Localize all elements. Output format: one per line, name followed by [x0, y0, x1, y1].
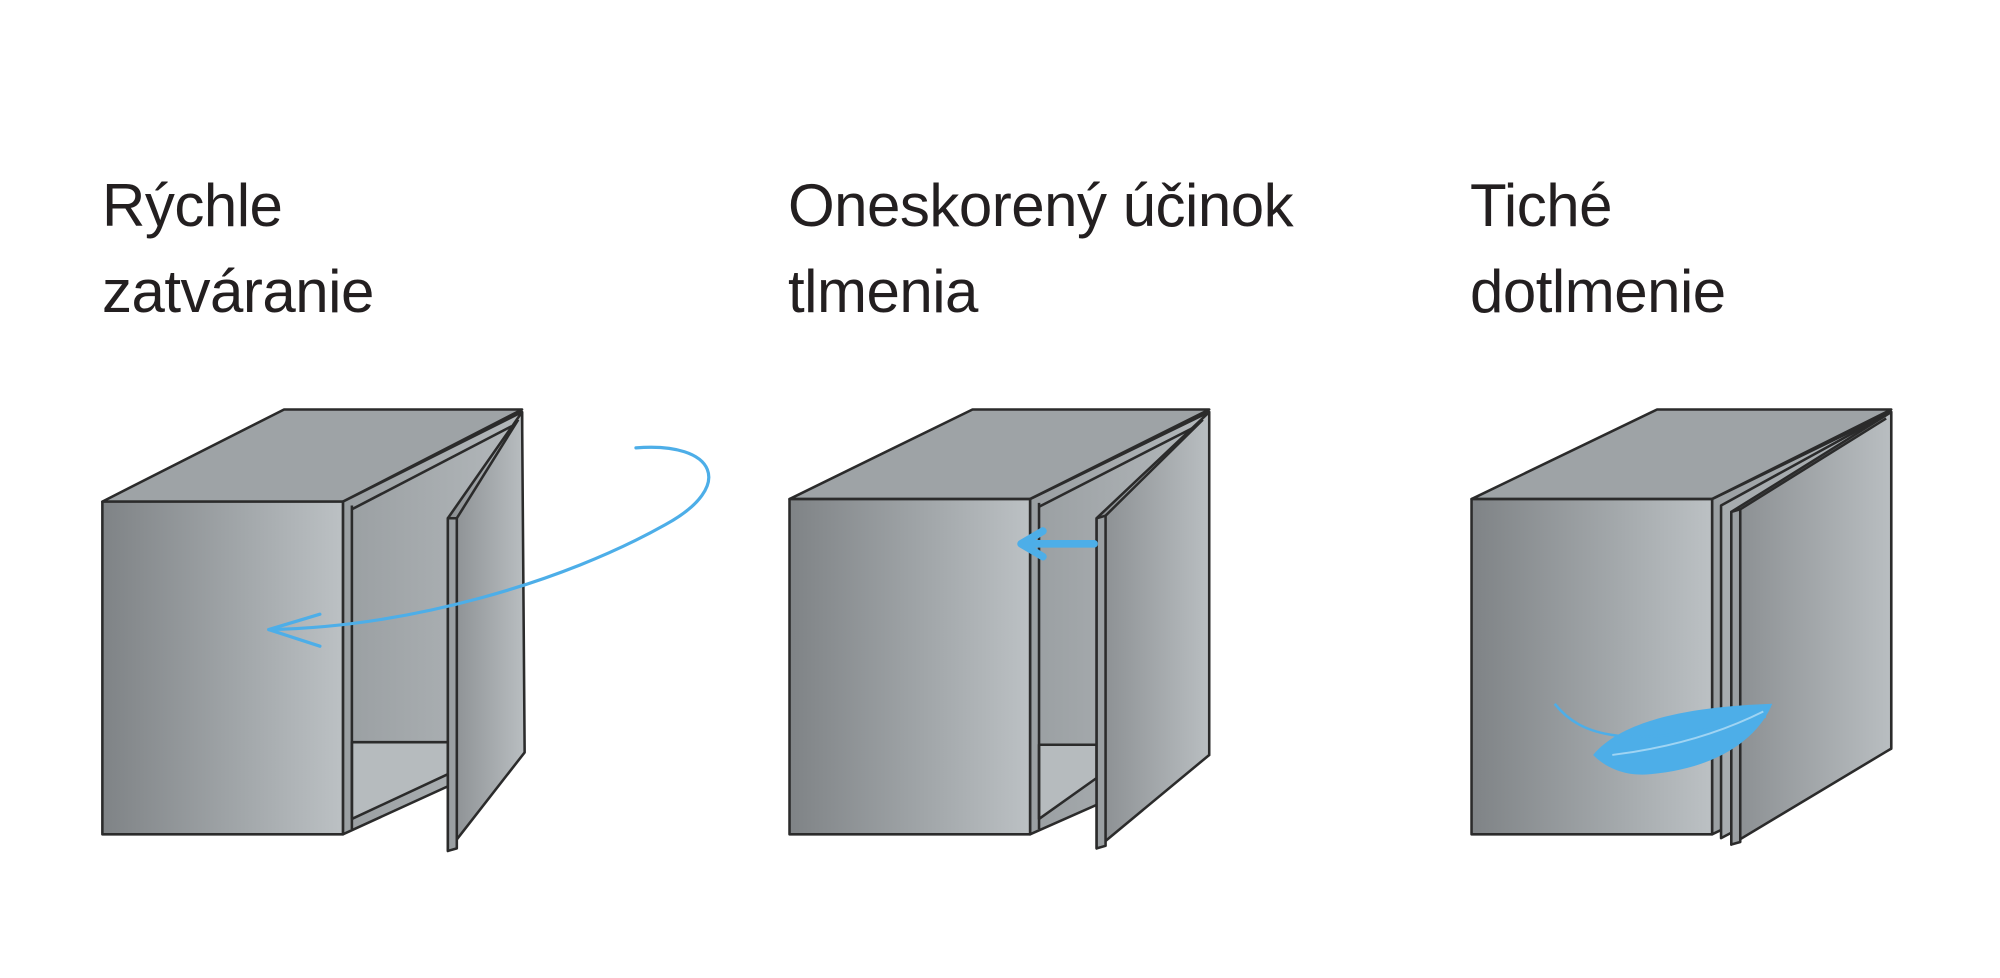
title-line: Oneskorený účinok [788, 172, 1294, 239]
feather-icon [1553, 702, 1773, 775]
curved-arrow-icon [267, 445, 711, 648]
panel-title-silent-damping: Tiché dotlmenie [1470, 163, 1726, 335]
title-line: zatváranie [102, 258, 374, 325]
panel-title-delayed-damping: Oneskorený účinok tlmenia [788, 163, 1294, 335]
cabinet-half-open [788, 408, 1211, 850]
title-line: tlmenia [788, 258, 978, 325]
short-arrow-icon [1017, 527, 1098, 561]
cabinet-nearly-closed [1470, 408, 1893, 846]
cabinet-open-wide [101, 408, 526, 853]
title-line: Rýchle [102, 172, 283, 239]
title-line: dotlmenie [1470, 258, 1726, 325]
panel-title-fast-closing: Rýchle zatváranie [102, 163, 374, 335]
title-line: Tiché [1470, 172, 1612, 239]
